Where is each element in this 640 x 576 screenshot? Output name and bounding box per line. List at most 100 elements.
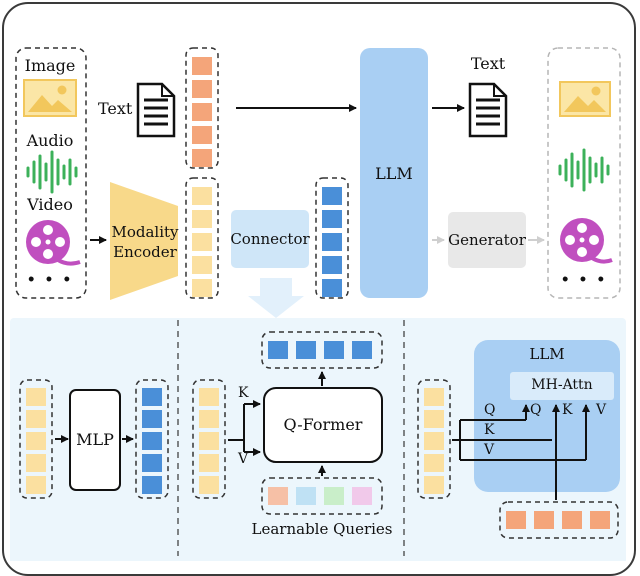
connector-token xyxy=(322,279,342,297)
qformer-input-column xyxy=(192,379,226,499)
modality-token xyxy=(192,187,212,205)
cross-attn-v-in-label: V xyxy=(484,442,495,458)
learnable-query-token xyxy=(296,487,316,505)
text-tokens xyxy=(192,57,212,167)
image-icon xyxy=(23,79,77,117)
text-token xyxy=(506,511,526,529)
connector-box xyxy=(231,210,309,268)
mh-attn-box xyxy=(510,372,614,400)
mlp-input-tokens xyxy=(26,388,46,494)
mh-attn-label: MH-Attn xyxy=(531,377,593,393)
modality-token xyxy=(199,410,219,428)
modality-encoder xyxy=(110,182,178,300)
connector-token xyxy=(142,454,162,472)
modality-token xyxy=(199,476,219,494)
modality-encoder-line1: Modality xyxy=(111,223,179,241)
learnable-query-tokens xyxy=(268,487,372,505)
qformer-output-tokens xyxy=(268,341,372,359)
modality-token xyxy=(199,432,219,450)
connector-token xyxy=(142,388,162,406)
diagram-canvas xyxy=(10,47,626,561)
generator-box xyxy=(448,212,526,268)
learnable-query-token xyxy=(352,487,372,505)
output-audio-icon xyxy=(558,148,610,192)
modality-token xyxy=(424,410,444,428)
modality-token xyxy=(192,256,212,274)
qformer-kv-connector xyxy=(228,400,261,456)
connector-token xyxy=(322,210,342,228)
text-token-column xyxy=(185,47,219,169)
cross-attn-input-tokens xyxy=(424,388,444,494)
cross-attn-llm-label: LLM xyxy=(529,345,565,363)
learnable-queries-row xyxy=(261,477,383,515)
modality-token xyxy=(192,233,212,251)
text-token xyxy=(192,103,212,121)
modality-token xyxy=(199,388,219,406)
cross-attn-wires xyxy=(452,404,590,500)
output-image-icon xyxy=(559,81,611,117)
qformer-v-label: V xyxy=(238,451,249,467)
llm-label: LLM xyxy=(375,164,413,183)
modality-tokens xyxy=(192,187,212,297)
connector-token-column xyxy=(315,177,349,299)
modality-token xyxy=(26,388,46,406)
learnable-query-token xyxy=(268,487,288,505)
modality-token xyxy=(192,279,212,297)
connector-token xyxy=(322,233,342,251)
cross-attn-q-in-label: Q xyxy=(484,402,496,418)
cross-attn-k-out-label: K xyxy=(562,402,573,418)
connector-token xyxy=(142,410,162,428)
output-more-label: • • • xyxy=(560,272,608,288)
modality-token-column xyxy=(185,177,219,299)
video-reel-icon xyxy=(26,220,81,266)
modality-token xyxy=(26,410,46,428)
text-token xyxy=(192,80,212,98)
modality-encoder-label: Modality Encoder xyxy=(111,222,178,262)
text-token xyxy=(192,126,212,144)
generator-label: Generator xyxy=(448,231,526,249)
modality-token xyxy=(26,454,46,472)
connector-token xyxy=(142,432,162,450)
cross-attn-q-out-label: Q xyxy=(530,402,542,418)
output-video-reel-icon xyxy=(560,218,613,264)
modality-token xyxy=(192,210,212,228)
expand-arrow xyxy=(248,278,304,318)
modality-encoder-line2: Encoder xyxy=(113,243,177,261)
text-input-label: Text xyxy=(98,99,133,118)
qformer-input-tokens xyxy=(199,388,219,494)
text-token xyxy=(192,149,212,167)
video-label: Video xyxy=(27,195,73,214)
learnable-queries-label: Learnable Queries xyxy=(251,520,393,538)
modality-token xyxy=(26,432,46,450)
audio-label: Audio xyxy=(26,131,74,150)
text-output-label: Text xyxy=(470,54,506,73)
text-token xyxy=(192,57,212,75)
cross-attn-text-row xyxy=(499,501,619,539)
connector-label: Connector xyxy=(230,230,310,248)
mlp-input-column xyxy=(19,379,53,499)
output-document-icon xyxy=(468,82,508,138)
connector-token xyxy=(268,341,288,359)
connector-token xyxy=(296,341,316,359)
modality-token xyxy=(424,476,444,494)
cross-attn-k-in-label: K xyxy=(484,422,495,438)
qformer-k-label: K xyxy=(238,385,249,401)
connector-token xyxy=(352,341,372,359)
learnable-query-token xyxy=(324,487,344,505)
modality-token xyxy=(26,476,46,494)
audio-icon xyxy=(26,150,78,194)
connector-token xyxy=(324,341,344,359)
mlp-output-tokens xyxy=(142,388,162,494)
modality-token xyxy=(424,432,444,450)
cross-attn-input-column xyxy=(417,379,451,499)
text-token xyxy=(562,511,582,529)
mlp-output-column xyxy=(135,379,169,499)
llm-block xyxy=(360,48,428,298)
document-icon xyxy=(136,82,176,138)
text-token xyxy=(590,511,610,529)
text-token xyxy=(534,511,554,529)
modality-token xyxy=(199,454,219,472)
cross-attn-text-tokens xyxy=(506,511,610,529)
mlp-label: MLP xyxy=(76,430,114,449)
modality-token xyxy=(424,454,444,472)
